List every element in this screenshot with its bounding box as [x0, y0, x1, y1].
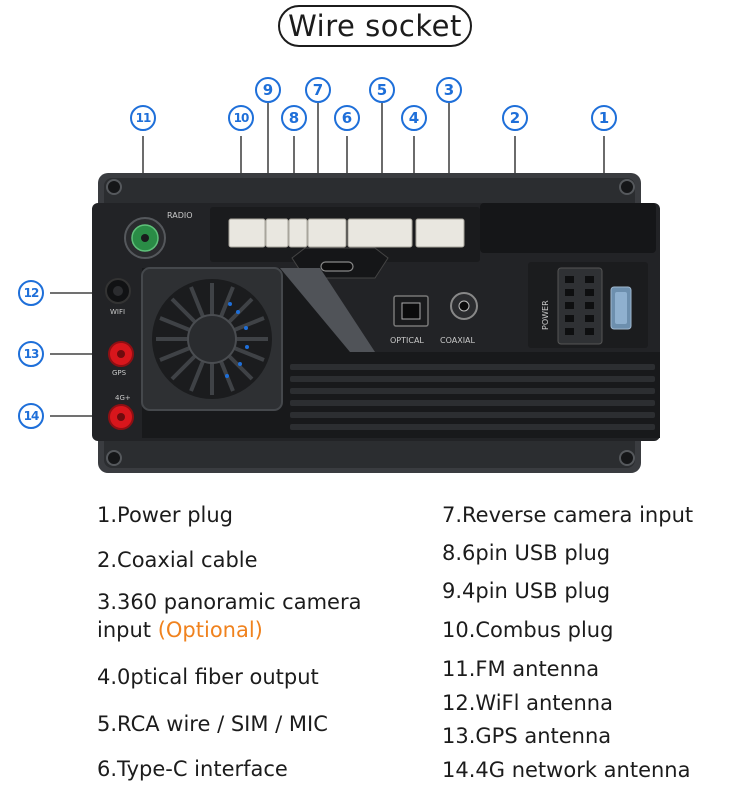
legend-item-3-line1: 3.360 panoramic camera	[97, 590, 362, 614]
legend-item-5: 5.RCA wire / SIM / MIC	[97, 712, 328, 736]
marker-8: 8	[281, 105, 307, 131]
page-title: Wire socket	[278, 5, 472, 47]
legend-item-9: 9.4pin USB plug	[442, 579, 611, 603]
head-unit-diagram: RADIO WIFI GPS 4G+ OPTICAL COAXIAL POWER	[50, 103, 660, 473]
legend-item-8: 8.6pin USB plug	[442, 541, 611, 565]
marker-1: 1	[591, 105, 617, 131]
optional-tag: (Optional)	[157, 618, 263, 642]
legend-item-4: 4.0ptical fiber output	[97, 665, 319, 689]
marker-2: 2	[502, 105, 528, 131]
coaxial-label: COAXIAL	[440, 336, 476, 345]
mount-screws	[106, 179, 635, 466]
legend-item-12: 12.WiFl antenna	[442, 691, 613, 715]
radio-label: RADIO	[167, 211, 193, 220]
fourg-label: 4G+	[115, 394, 131, 402]
marker-12: 12	[18, 280, 44, 306]
marker-13: 13	[18, 341, 44, 367]
power-label: POWER	[541, 300, 550, 330]
legend-item-3-line2: input	[97, 618, 158, 642]
power-connector	[557, 267, 603, 345]
legend-item-6: 6.Type-C interface	[97, 757, 288, 781]
optical-label: OPTICAL	[390, 336, 424, 345]
legend-item-3: 3.360 panoramic camera input (Optional)	[97, 588, 361, 644]
legend-item-13: 13.GPS antenna	[442, 724, 612, 748]
marker-7: 7	[305, 77, 331, 103]
vent-grille	[290, 364, 655, 430]
usb-c-port	[320, 261, 354, 272]
marker-6: 6	[334, 105, 360, 131]
marker-3: 3	[436, 77, 462, 103]
wifi-label: WIFI	[110, 308, 125, 316]
legend-item-10: 10.Combus plug	[442, 618, 614, 642]
legend-item-2: 2.Coaxial cable	[97, 548, 258, 572]
harness-connectors	[228, 218, 465, 248]
marker-9: 9	[255, 77, 281, 103]
legend-item-11: 11.FM antenna	[442, 657, 600, 681]
legend-item-7: 7.Reverse camera input	[442, 503, 694, 527]
marker-11: 11	[130, 105, 156, 131]
marker-10: 10	[228, 105, 254, 131]
gps-label: GPS	[112, 369, 127, 377]
marker-5: 5	[369, 77, 395, 103]
legend-item-1: 1.Power plug	[97, 503, 234, 527]
legend-item-14: 14.4G network antenna	[442, 758, 691, 782]
marker-4: 4	[401, 105, 427, 131]
marker-14: 14	[18, 403, 44, 429]
